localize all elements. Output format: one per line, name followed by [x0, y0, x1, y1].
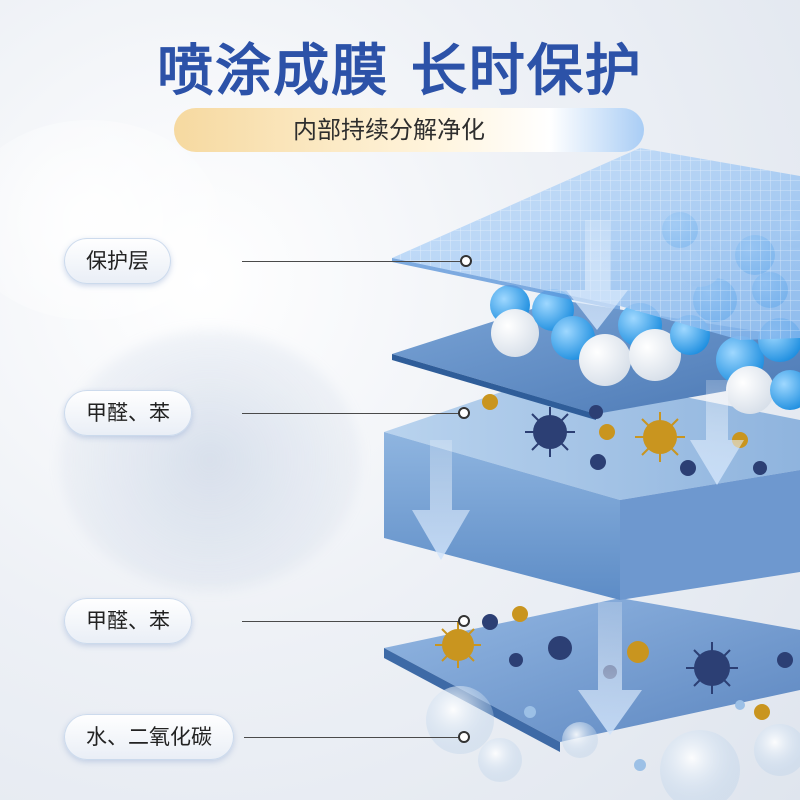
background-blur — [60, 330, 360, 590]
page-title: 喷涂成膜 长时保护 — [157, 39, 643, 104]
connector-line — [242, 413, 462, 414]
label-formaldehyde-benzene: 甲醛、苯 — [64, 390, 192, 436]
subtitle-banner — [174, 108, 644, 152]
virus-icons — [435, 394, 793, 720]
label-water-co2: 水、二氧化碳 — [64, 714, 234, 760]
arrow-down-icons — [412, 220, 744, 735]
connector-dot — [458, 407, 470, 419]
connector-dot — [458, 731, 470, 743]
background-highlight — [0, 120, 220, 320]
label-protective-layer: 保护层 — [64, 238, 171, 284]
connector-dot — [460, 255, 472, 267]
connector-line — [242, 621, 462, 622]
label-formaldehyde-benzene-2: 甲醛、苯 — [64, 598, 192, 644]
connector-line — [244, 737, 462, 738]
subtitle-text: 内部持续分解净化 — [293, 116, 485, 144]
connector-dot — [458, 615, 470, 627]
connector-line — [242, 261, 464, 262]
